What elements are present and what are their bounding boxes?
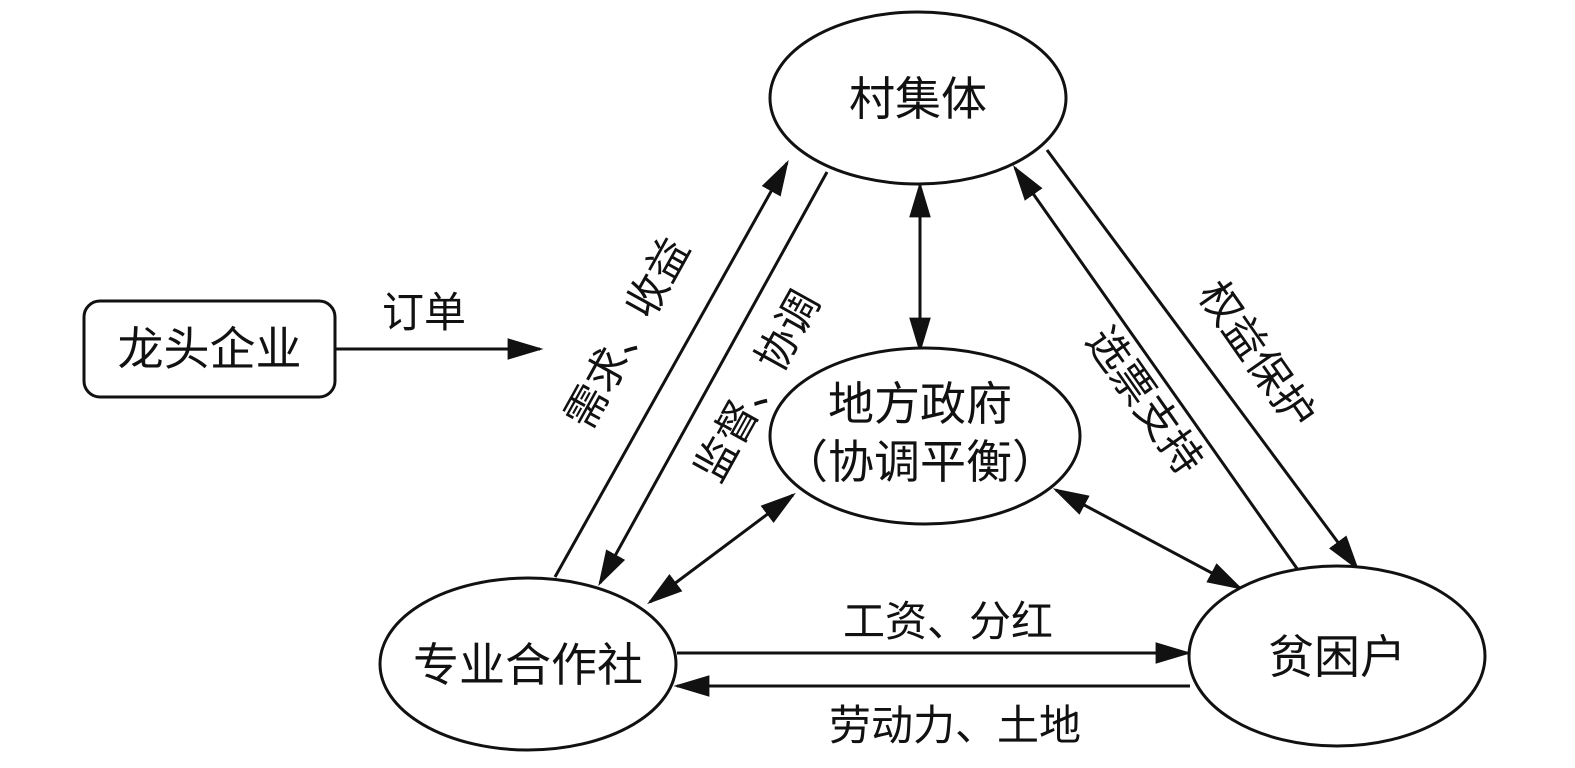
node-difang-zhengfu-label-line1: 地方政府 bbox=[828, 377, 1012, 431]
edge-label-xuqiu-shouyi: 需求、收益 bbox=[555, 229, 700, 436]
edge-label-quanyi-baohu: 权益保护 bbox=[1189, 272, 1326, 438]
node-pinkunhu-label: 贫困户 bbox=[1268, 630, 1406, 684]
node-cunjiti: 村集体 bbox=[768, 10, 1068, 186]
edge-label-laodongli-tudi: 劳动力、土地 bbox=[829, 701, 1081, 750]
node-zhuanye-hezuoshe: 专业合作社 bbox=[378, 576, 678, 752]
node-cunjiti-label: 村集体 bbox=[849, 72, 987, 126]
node-longtou-qiye: 龙头企业 bbox=[82, 299, 337, 399]
node-difang-zhengfu: 地方政府 （协调平衡） bbox=[768, 346, 1082, 526]
node-pinkunhu: 贫困户 bbox=[1187, 564, 1487, 748]
node-difang-zhengfu-label-line2: （协调平衡） bbox=[782, 435, 1058, 489]
node-zhuanye-hezuoshe-label: 专业合作社 bbox=[413, 638, 643, 692]
edge-label-gongzi-fenhong: 工资、分红 bbox=[843, 597, 1053, 646]
edge-quanyi-baohu bbox=[1045, 149, 1360, 571]
edge-difang-pinkunhu bbox=[1052, 488, 1244, 590]
edge-label-xuanpiao-zhichi: 选票支持 bbox=[1077, 318, 1214, 484]
edge-label-dingdan: 订单 bbox=[382, 288, 466, 337]
edge-xuanpiao-zhichi bbox=[1012, 165, 1300, 571]
edge-xuqiu-shouyi bbox=[553, 159, 789, 578]
edge-jiandu-xietiao bbox=[598, 171, 829, 587]
node-longtou-qiye-label: 龙头企业 bbox=[118, 322, 302, 376]
edge-difang-hezuoshe bbox=[647, 492, 796, 605]
